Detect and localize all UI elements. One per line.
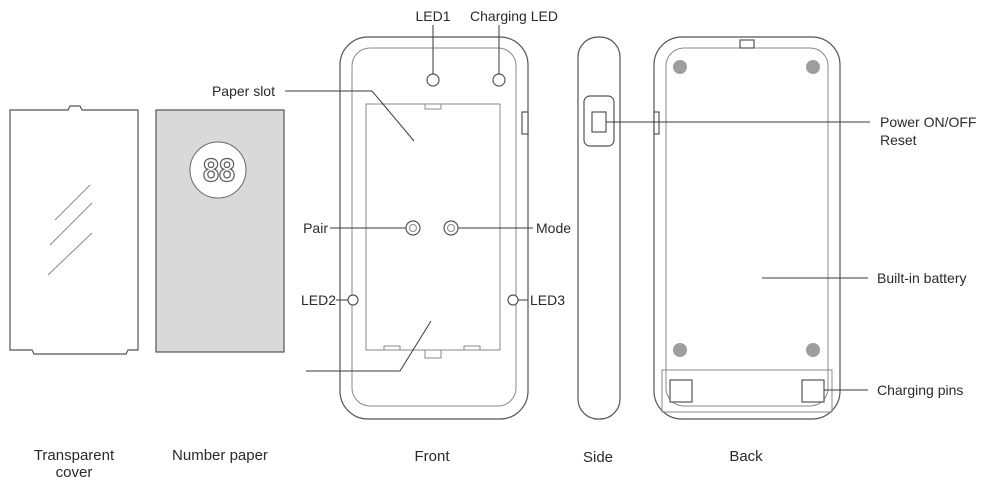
caption-transparent-cover-line2: cover	[56, 464, 93, 481]
callout-mode: Mode	[536, 220, 571, 236]
pair-button	[405, 220, 421, 236]
back-screw-bottom-right	[806, 343, 820, 357]
side-view	[577, 36, 621, 420]
led1-indicator	[426, 73, 440, 87]
caption-back: Back	[729, 448, 763, 465]
callout-charging-pins: Charging pins	[877, 382, 963, 398]
back-screw-bottom-left	[673, 343, 687, 357]
led2-indicator	[347, 294, 359, 306]
callout-reset: Reset	[880, 132, 917, 148]
led3-indicator	[507, 294, 519, 306]
callout-pair: Pair	[303, 220, 328, 236]
number-paper-digits: 88	[202, 154, 235, 189]
back-view	[653, 36, 841, 420]
transparent-cover	[9, 105, 139, 355]
callout-charging-led: Charging LED	[470, 8, 558, 24]
charging-pin-left	[669, 379, 693, 403]
callout-power-onoff: Power ON/OFF	[880, 114, 976, 130]
back-screw-top-left	[673, 60, 687, 74]
number-paper: 88	[155, 109, 285, 353]
caption-transparent-cover-line1: Transparent	[34, 447, 115, 464]
caption-number-paper: Number paper	[172, 447, 268, 464]
caption-side: Side	[583, 449, 613, 466]
charging-pin-right	[801, 379, 825, 403]
callout-paper-slot: Paper slot	[212, 83, 275, 99]
charging-led-indicator	[492, 73, 506, 87]
callout-led1: LED1	[415, 8, 450, 24]
callout-led2: LED2	[301, 292, 336, 308]
callout-built-in-battery: Built-in battery	[877, 270, 966, 286]
callout-led3: LED3	[530, 292, 565, 308]
caption-front: Front	[414, 448, 450, 465]
mode-button	[443, 220, 459, 236]
back-screw-top-right	[806, 60, 820, 74]
